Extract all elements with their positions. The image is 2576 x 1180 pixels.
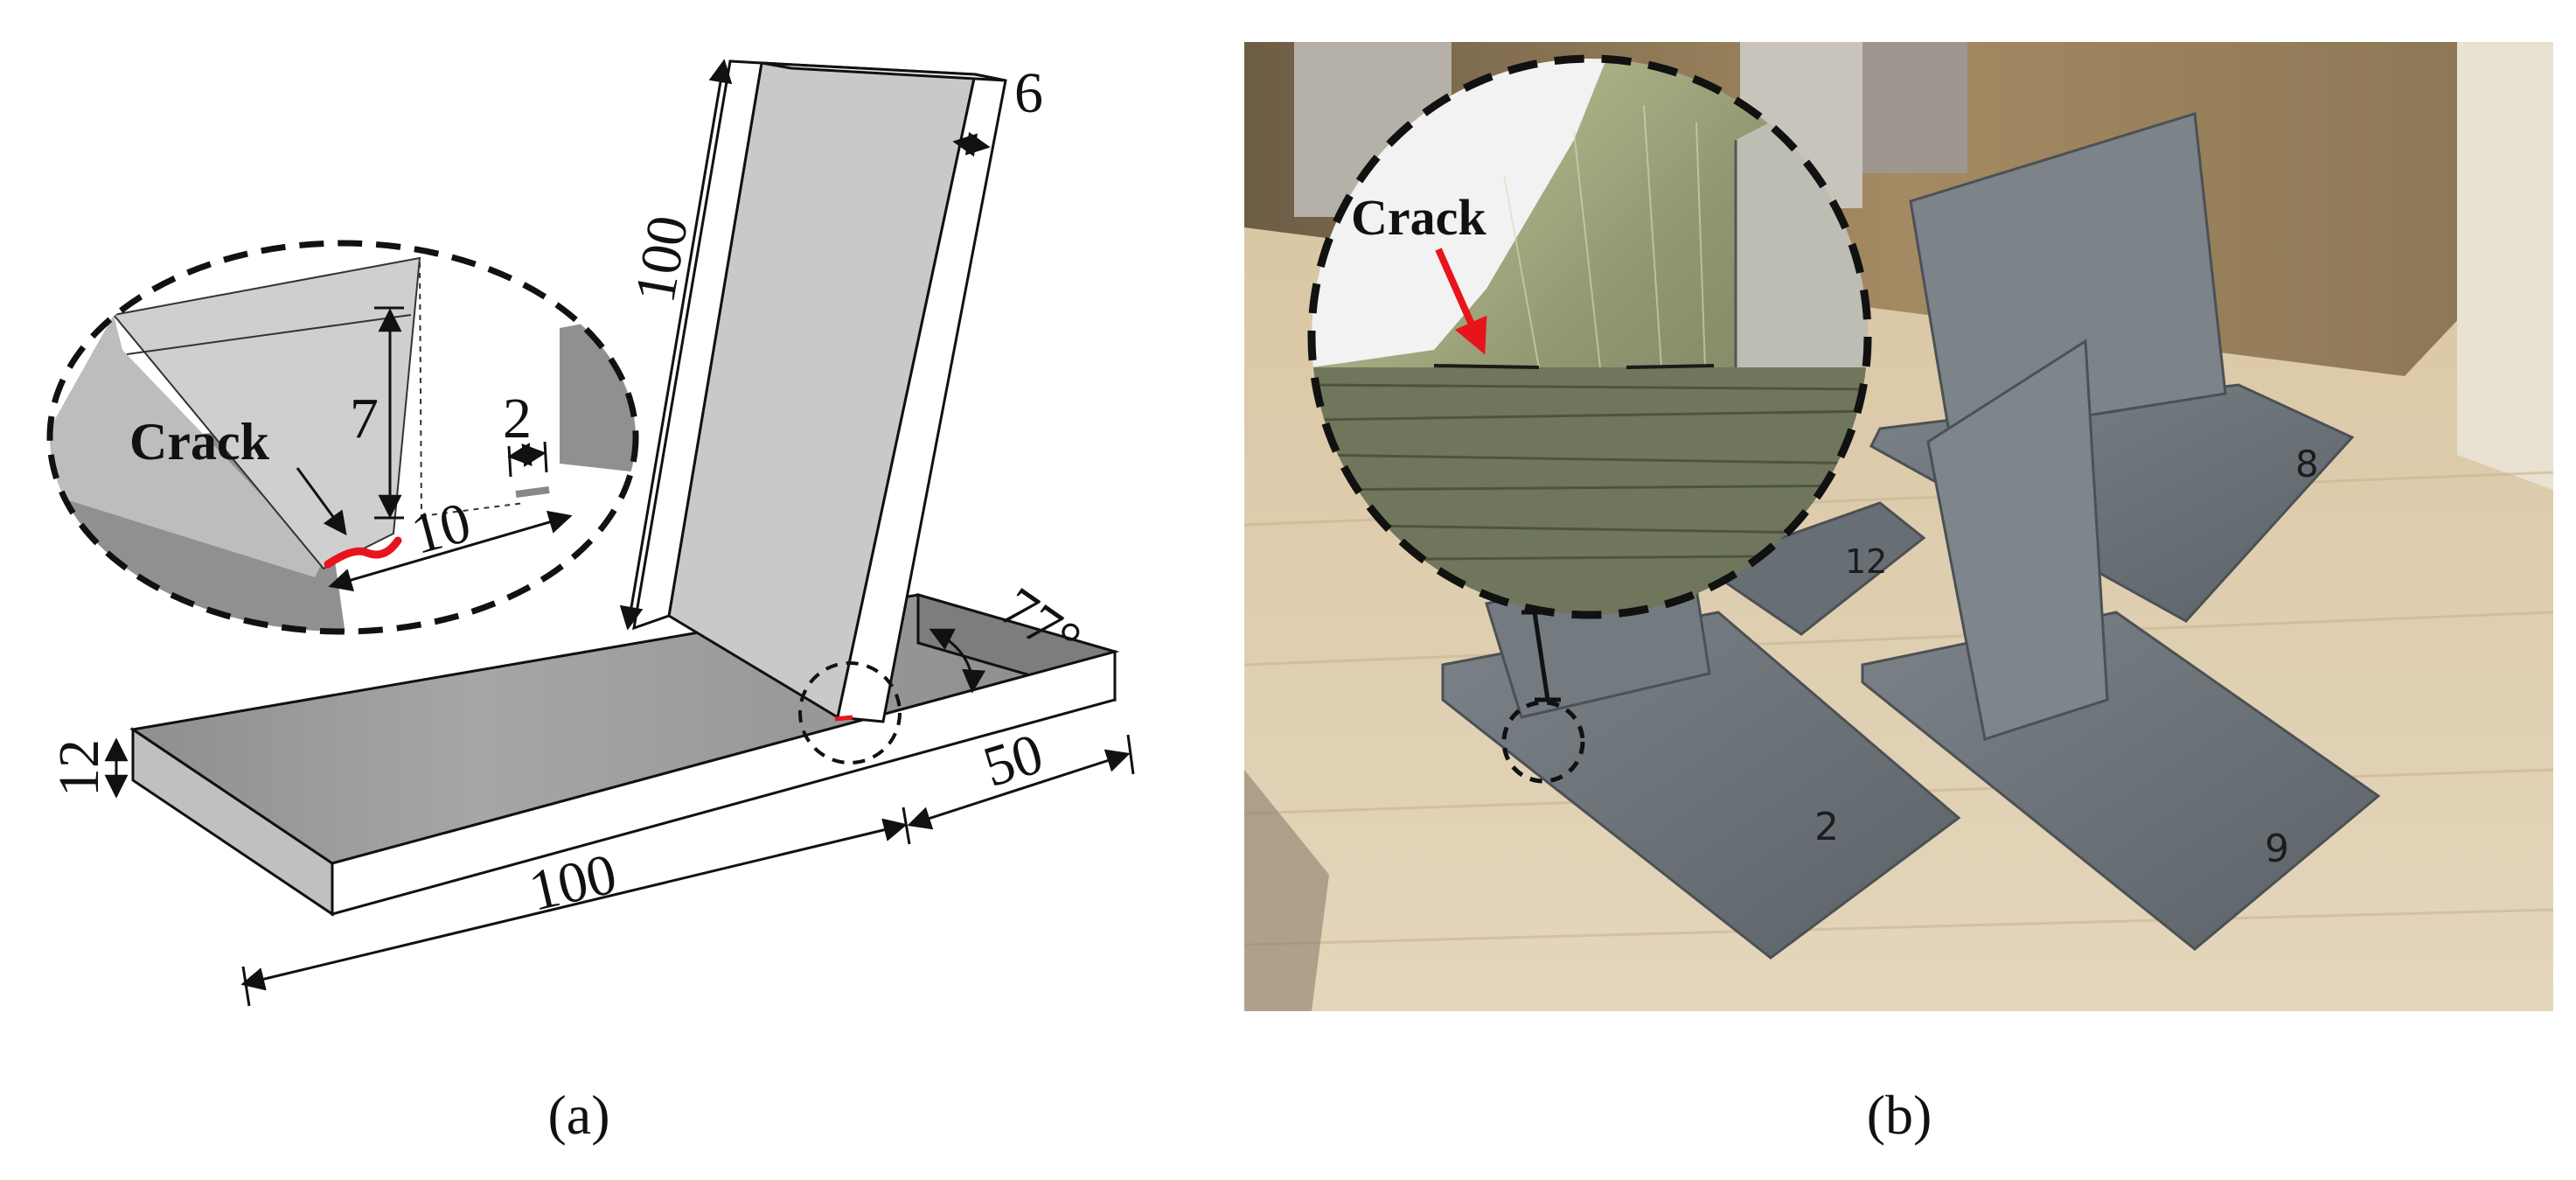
dim-crack-depth-label: 7	[350, 387, 379, 450]
caption-a: (a)	[547, 1084, 609, 1146]
specimen-9-mark: 9	[2265, 827, 2289, 871]
dim-upright-thickness: 6	[952, 61, 1043, 157]
caption-b: (b)	[1867, 1084, 1932, 1146]
specimen-12-mark: 12	[1845, 542, 1887, 581]
dim-base-thickness-label: 12	[47, 739, 111, 797]
dim-upright-thickness-label: 6	[1014, 61, 1043, 125]
panel-a-drawing: 100 6 77° 12 100 50	[46, 59, 1135, 1007]
photo-crack-location-circle	[1501, 700, 1585, 784]
upright-top-edge	[761, 61, 1006, 82]
dim-upright-height-label: 100	[623, 211, 700, 307]
specimen-8-mark: 8	[2295, 443, 2319, 485]
specimen-8-upright	[1909, 112, 2227, 439]
specimen-9-upright	[1926, 339, 2109, 741]
dim-base-thickness: 12	[47, 737, 129, 799]
crack-location-mark	[834, 715, 853, 722]
dim-upright-height: 100	[619, 59, 733, 631]
crack-detail-inset: Crack 7 10 2	[46, 240, 639, 635]
dim-gap-label: 2	[503, 387, 532, 450]
crack-arrow-photo	[1435, 248, 1487, 355]
crack-label-photo: Crack	[1351, 189, 1486, 246]
crack-location-circle	[798, 661, 902, 765]
specimen-2-mark: 2	[1814, 805, 1839, 849]
crack-label-detail: Crack	[129, 413, 270, 471]
